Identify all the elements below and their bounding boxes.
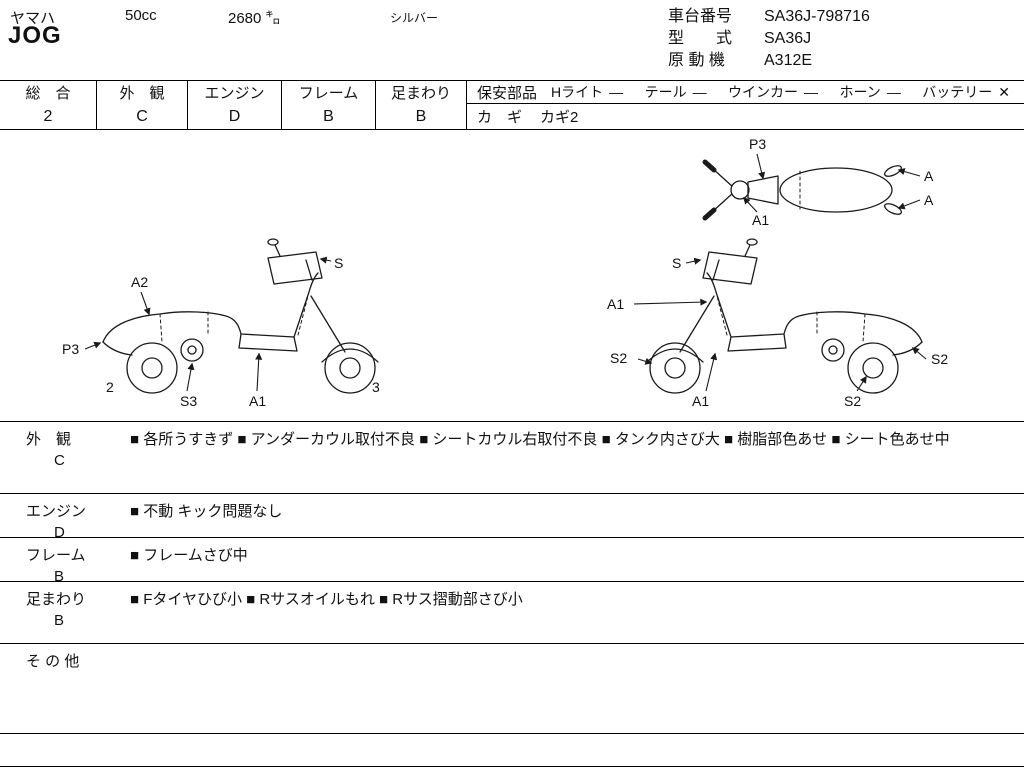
rating-overall-grade: 2 [43, 107, 53, 125]
leftview-label-p3: P3 [62, 341, 79, 357]
scooter-top-view [702, 159, 902, 221]
detail-engine-label: エンジン [26, 503, 87, 520]
rating-overall: 総 合 2 [0, 81, 97, 129]
key-row: カ ギ カギ2 [467, 104, 1024, 129]
ratings-bar: 総 合 2 外 観 C エンジン D フレーム B 足まわり B 保安部品 Hラ… [0, 80, 1024, 130]
detail-exterior-label: 外 観 [26, 431, 72, 448]
safety-parts-cell: 保安部品 Hライト― テール― ウインカー― ホーン― バッテリー✕ カ ギ カ… [467, 81, 1024, 129]
detail-frame-text: ■ フレームさび中 [130, 547, 248, 564]
rightview-label-s: S [672, 255, 681, 271]
leftview-label-a2: A2 [131, 274, 148, 290]
detail-row-other: そ の 他 [0, 644, 1024, 734]
rating-frame-label: フレーム [298, 85, 359, 102]
leftview-label-a1: A1 [249, 393, 266, 409]
key-value: カギ2 [540, 109, 579, 126]
rightview-label-s2-side: S2 [931, 351, 948, 367]
safety-item-headlight-status: ― [609, 84, 624, 100]
top-view-leader-lines [743, 153, 921, 213]
rightview-label-a1-bottom: A1 [692, 393, 709, 409]
detail-undercarriage-text: ■ Fタイヤひび小 ■ Rサスオイルもれ ■ Rサス摺動部さび小 [130, 591, 523, 608]
rating-exterior-label: 外 観 [119, 85, 165, 102]
body-color: シルバー [390, 11, 439, 25]
rating-undercarriage: 足まわり B [376, 81, 467, 129]
maker-name: ヤマハ [10, 10, 56, 27]
safety-item-horn-status: ― [886, 84, 901, 100]
rightview-label-s2-front: S2 [610, 350, 627, 366]
rightview-label-a1-front: A1 [607, 296, 624, 312]
detail-row-undercarriage: 足まわり B ■ Fタイヤひび小 ■ Rサスオイルもれ ■ Rサス摺動部さび小 [0, 582, 1024, 644]
vehicle-id-block: 車台番号 SA36J-798716 型 式 SA36J 原 動 機 A312E [668, 6, 870, 72]
rating-undercarriage-grade: B [415, 107, 427, 125]
displacement: 50cc [125, 7, 157, 24]
type-line: 型 式 SA36J [668, 28, 870, 50]
topview-label-p3: P3 [749, 136, 766, 152]
rating-engine-grade: D [228, 107, 241, 125]
safety-item-winker-status: ― [804, 84, 819, 100]
left-view-leader-lines [84, 256, 332, 392]
chassis-number-value: SA36J-798716 [764, 8, 870, 25]
rating-exterior: 外 観 C [97, 81, 188, 129]
engine-label: 原 動 機 [668, 52, 725, 69]
detail-row-engine: エンジン D ■ 不動 キック問題なし [0, 494, 1024, 541]
leftview-label-2: 2 [106, 379, 114, 395]
safety-item-winker: ウインカー― [728, 84, 819, 100]
rating-exterior-grade: C [136, 107, 148, 125]
safety-item-battery: バッテリー✕ [922, 84, 1010, 100]
safety-item-tail: テール― [644, 84, 707, 100]
detail-row-exterior: 外 観 C ■ 各所うすきず ■ アンダーカウル取付不良 ■ シートカウル右取付… [0, 422, 1024, 494]
model-name: JOG [8, 22, 62, 49]
detail-frame-grade: B [54, 568, 65, 585]
leftview-label-s: S [334, 255, 343, 271]
safety-parts-row: 保安部品 Hライト― テール― ウインカー― ホーン― バッテリー✕ [467, 81, 1024, 104]
chassis-number-line: 車台番号 SA36J-798716 [668, 6, 870, 28]
detail-exterior-text: ■ 各所うすきず ■ アンダーカウル取付不良 ■ シートカウル右取付不良 ■ タ… [130, 431, 950, 448]
detail-undercarriage-grade: B [54, 612, 65, 629]
chassis-number-label: 車台番号 [668, 8, 733, 25]
rating-overall-label: 総 合 [25, 85, 71, 102]
detail-engine-text: ■ 不動 キック問題なし [130, 503, 283, 520]
topview-label-a1: A1 [752, 212, 769, 228]
type-value: SA36J [764, 30, 812, 47]
rating-frame: フレーム B [282, 81, 376, 129]
scooter-side-view-left [102, 238, 379, 394]
type-label: 型 式 [668, 30, 733, 47]
inspection-details: 外 観 C ■ 各所うすきず ■ アンダーカウル取付不良 ■ シートカウル右取付… [0, 421, 1024, 767]
leftview-label-3: 3 [372, 379, 380, 395]
detail-row-empty [0, 734, 1024, 767]
vehicle-diagram: P3 A A A1 [62, 136, 948, 409]
detail-row-frame: フレーム B ■ フレームさび中 [0, 538, 1024, 585]
safety-item-horn: ホーン― [839, 84, 901, 100]
topview-label-a-lower: A [924, 192, 934, 208]
engine-value: A312E [764, 52, 813, 69]
rating-engine-label: エンジン [204, 85, 265, 102]
detail-undercarriage-label: 足まわり [26, 591, 87, 608]
detail-engine-grade: D [54, 524, 65, 541]
safety-item-battery-status: ✕ [998, 84, 1010, 100]
right-view-leader-lines [633, 257, 927, 392]
safety-item-headlight: Hライト― [551, 84, 624, 100]
engine-line: 原 動 機 A312E [668, 50, 870, 72]
rating-engine: エンジン D [188, 81, 282, 129]
rating-undercarriage-label: 足まわり [390, 85, 451, 102]
safety-item-tail-status: ― [692, 84, 707, 100]
detail-other-label: そ の 他 [26, 653, 80, 670]
leftview-label-s3: S3 [180, 393, 197, 409]
topview-label-a-upper: A [924, 168, 934, 184]
key-label: カ ギ [477, 109, 523, 126]
detail-frame-label: フレーム [26, 547, 86, 564]
safety-parts-items: Hライト― テール― ウインカー― ホーン― バッテリー✕ [551, 82, 1016, 102]
rating-frame-grade: B [323, 107, 334, 125]
detail-other-text [128, 644, 1024, 733]
rightview-label-s2-rear: S2 [844, 393, 861, 409]
safety-parts-label: 保安部品 [477, 84, 538, 102]
mileage: 2680 ㌔ [228, 10, 281, 27]
detail-exterior-grade: C [54, 452, 65, 469]
